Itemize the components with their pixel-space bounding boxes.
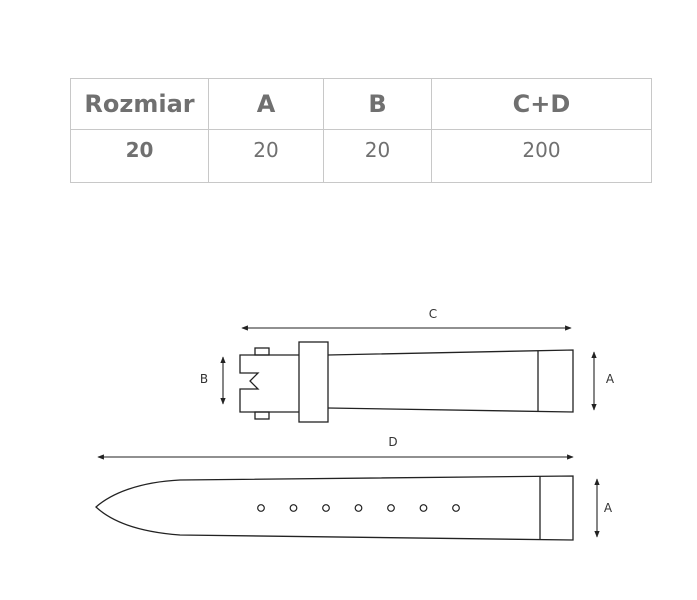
strap-holes — [257, 504, 460, 512]
header-a: A — [208, 78, 324, 130]
cell-size: 20 — [70, 129, 209, 183]
strap-hole — [257, 504, 265, 512]
spring-bar-tab-top — [254, 347, 270, 356]
size-table: Rozmiar A B C+D 20 20 20 200 — [70, 78, 652, 183]
holes-strap-body — [95, 475, 574, 541]
cell-b: 20 — [323, 129, 432, 183]
keeper-loop — [298, 341, 329, 423]
buckle-strap — [239, 341, 574, 423]
holes-strap — [95, 475, 574, 541]
strap-hole — [419, 504, 428, 512]
label-a-bottom: A — [604, 501, 613, 515]
cell-c-plus-d: 200 — [431, 129, 652, 183]
label-c: C — [429, 307, 437, 321]
strap-hole — [387, 504, 395, 512]
buckle-strap-body — [327, 349, 574, 413]
label-b: B — [200, 372, 208, 386]
strap-hole — [354, 504, 363, 512]
table-row: 20 20 20 200 — [70, 129, 652, 183]
spring-bar-tab-bottom — [254, 411, 270, 420]
dimension-arrows — [97, 325, 600, 538]
table-header-row: Rozmiar A B C+D — [70, 78, 652, 130]
buckle-end — [239, 354, 299, 413]
cell-a: 20 — [208, 129, 324, 183]
label-a-top: A — [606, 372, 615, 386]
strap-hole — [322, 504, 330, 512]
strap-hole — [289, 504, 298, 512]
header-size: Rozmiar — [70, 78, 209, 130]
label-d: D — [388, 435, 397, 449]
strap-hole — [452, 504, 460, 512]
